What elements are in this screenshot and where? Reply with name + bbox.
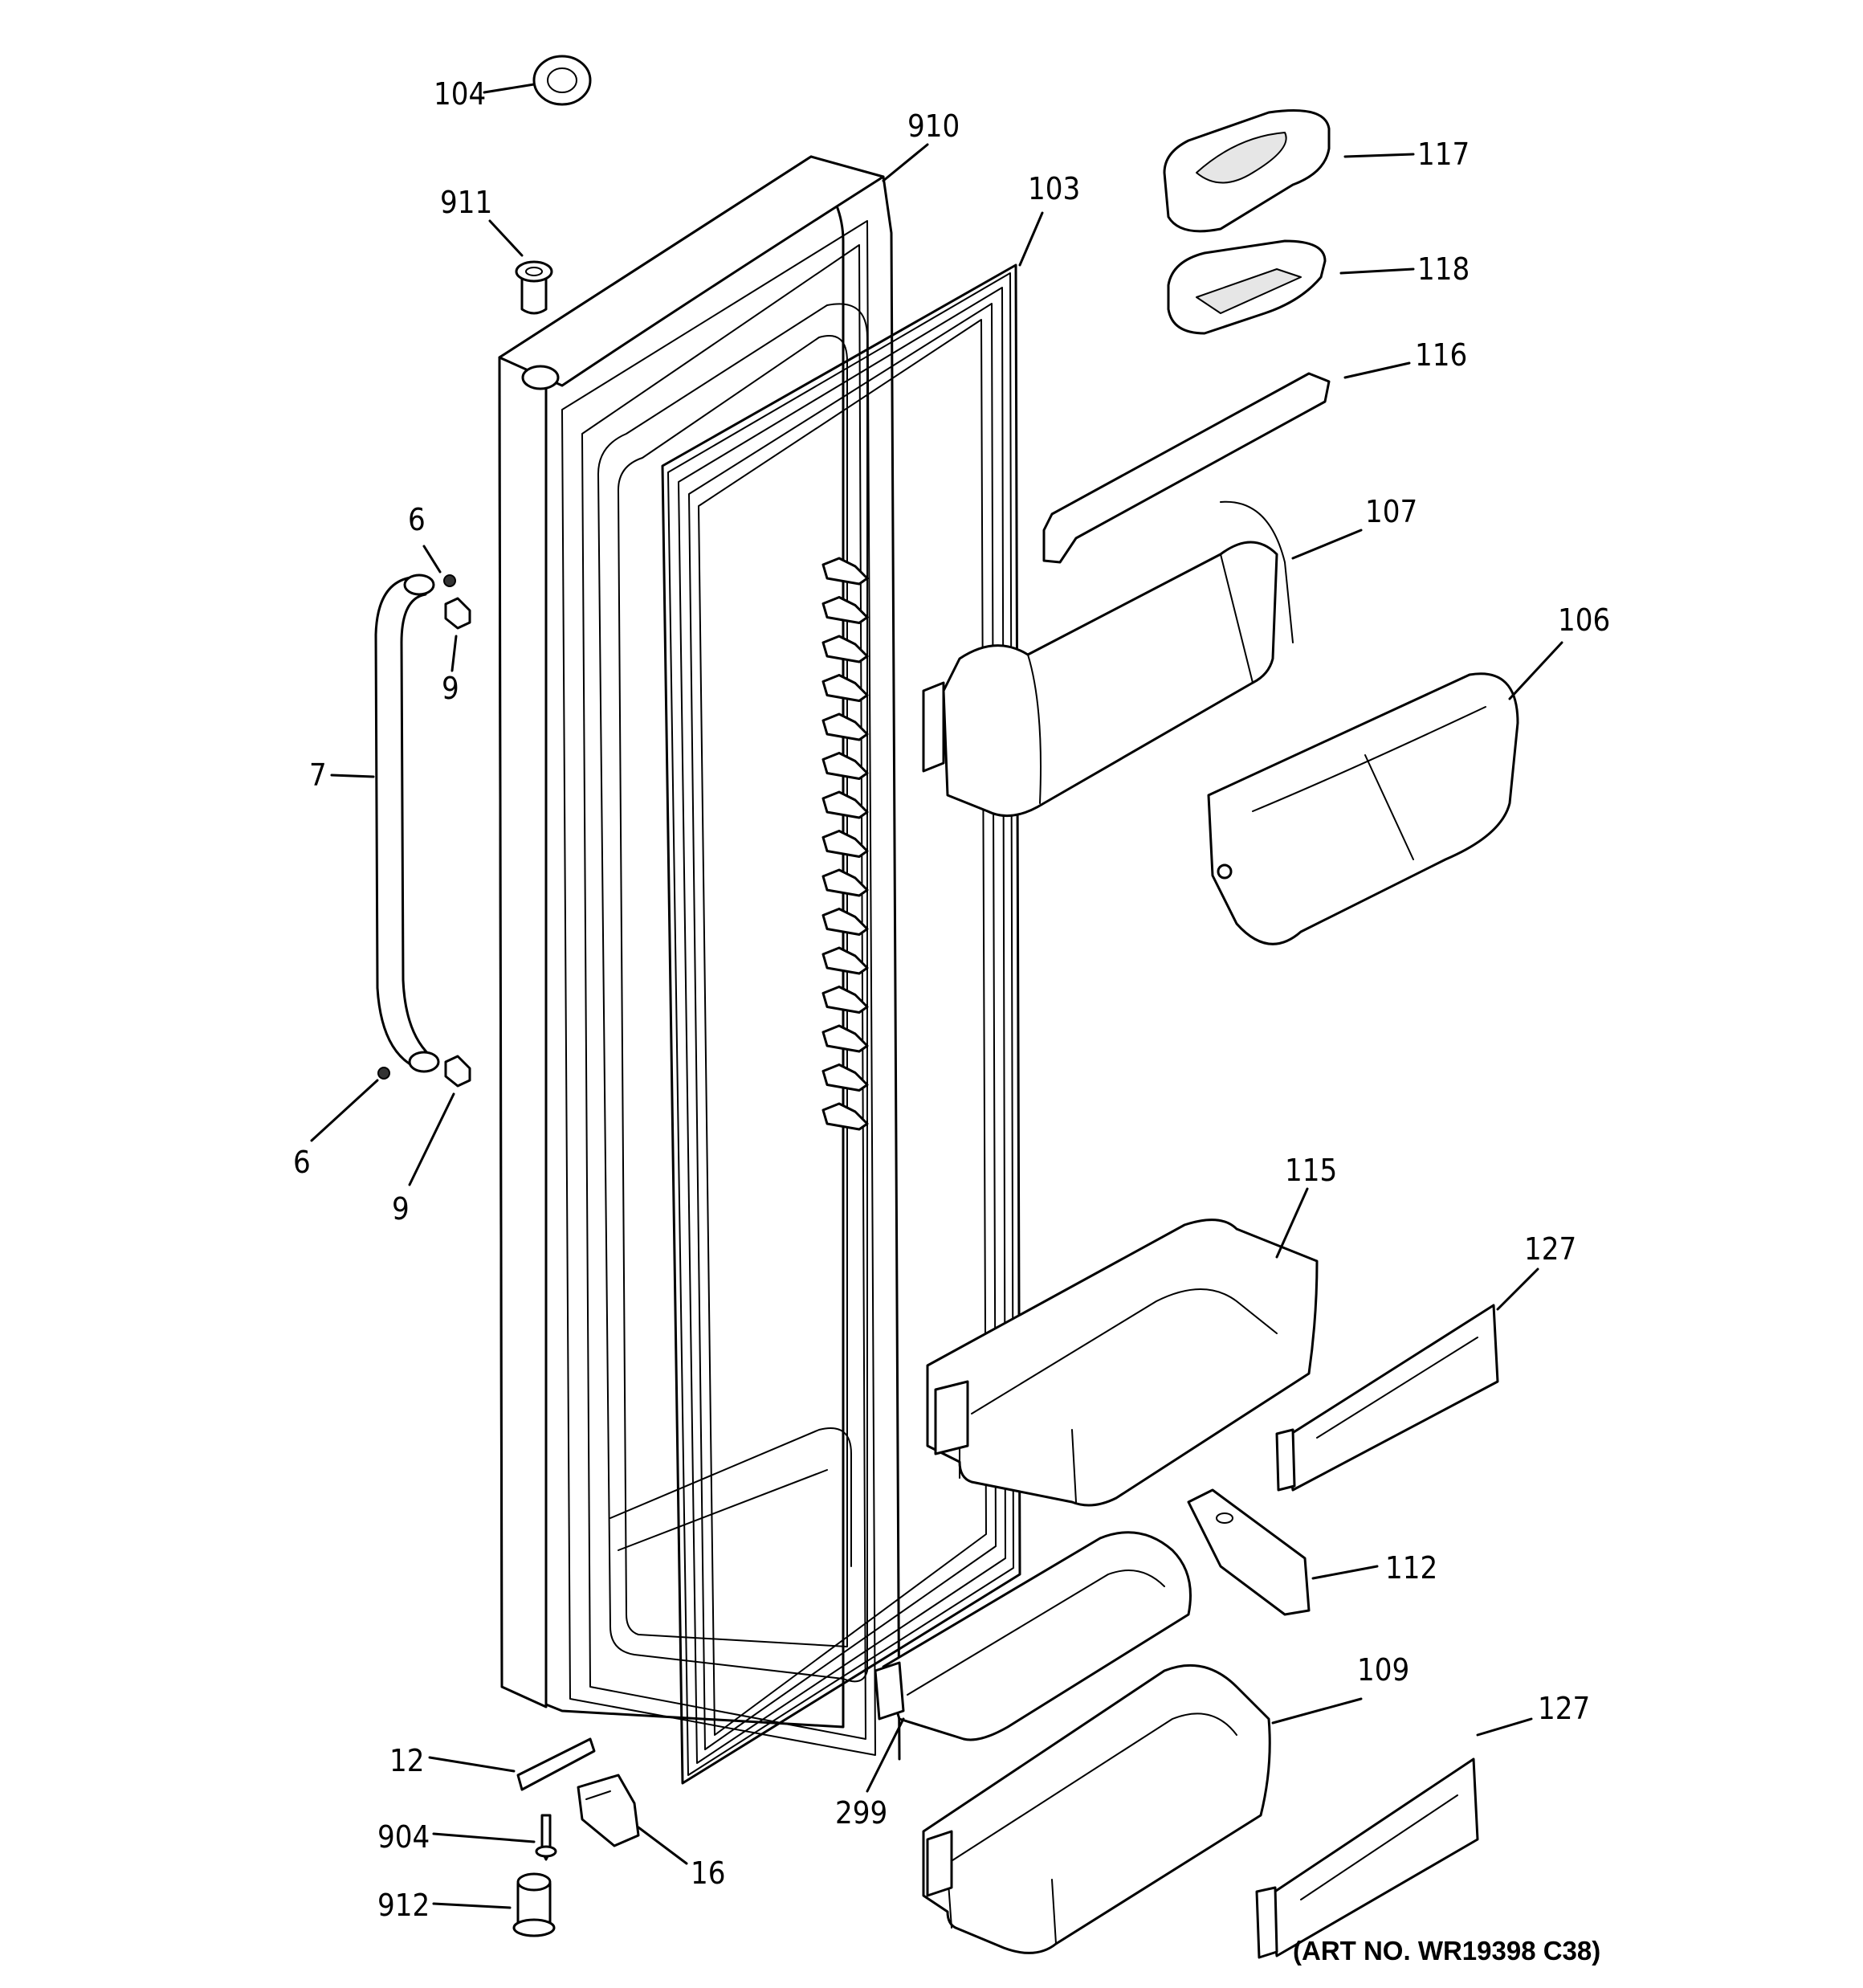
label-16: 16 xyxy=(691,1855,726,1891)
screw-6-bottom xyxy=(377,1067,390,1080)
stud-9-bottom xyxy=(444,1055,471,1088)
door-bin-107 xyxy=(922,500,1294,818)
bushing-911 xyxy=(515,260,553,315)
label-103: 103 xyxy=(1028,171,1080,206)
label-299: 299 xyxy=(835,1795,887,1831)
door-bin-106 xyxy=(1207,672,1519,945)
liner-clip xyxy=(821,1102,869,1131)
liner-clip xyxy=(821,635,869,663)
label-106: 106 xyxy=(1558,602,1610,638)
screw-904 xyxy=(535,1814,557,1861)
label-127-lower: 127 xyxy=(1538,1691,1590,1726)
label-7: 7 xyxy=(309,757,327,793)
door-bin-115 xyxy=(926,1219,1319,1507)
liner-shelf-clips xyxy=(821,557,869,1131)
dairy-bin-118 xyxy=(1167,239,1327,335)
label-6-bottom: 6 xyxy=(293,1145,311,1180)
label-904: 904 xyxy=(377,1819,430,1855)
bushing-912 xyxy=(512,1872,556,1937)
bin-insert-127-upper xyxy=(1275,1304,1499,1492)
door-gasket xyxy=(661,263,1021,1785)
hinge-bracket-16 xyxy=(577,1774,640,1847)
liner-clip xyxy=(821,1063,869,1092)
label-6-top: 6 xyxy=(408,502,426,537)
part-labels: 104 910 911 103 117 118 116 107 106 6 9 … xyxy=(293,76,1610,1966)
label-9-bottom: 9 xyxy=(392,1191,410,1227)
label-115: 115 xyxy=(1285,1153,1337,1188)
liner-clip xyxy=(821,830,869,858)
door-handle-7 xyxy=(374,574,440,1073)
door-bin-299 xyxy=(874,1531,1192,1741)
liner-clip xyxy=(821,790,869,819)
liner-clip xyxy=(821,557,869,586)
label-910: 910 xyxy=(907,108,960,144)
hinge-cap-104 xyxy=(532,55,592,106)
dairy-door-117 xyxy=(1163,109,1331,233)
liner-clip xyxy=(821,752,869,780)
label-107: 107 xyxy=(1365,494,1417,529)
bin-guard-116 xyxy=(1042,372,1331,564)
liner-clip xyxy=(821,868,869,897)
leader-lines xyxy=(310,83,1563,1909)
liner-clip xyxy=(821,946,869,975)
liner-clip xyxy=(821,1024,869,1053)
label-912: 912 xyxy=(377,1888,430,1923)
label-116: 116 xyxy=(1415,337,1467,373)
hinge-plate-12 xyxy=(516,1737,596,1791)
bin-spacer-112 xyxy=(1187,1488,1311,1616)
art-number: (ART NO. WR19398 C38) xyxy=(1293,1936,1600,1966)
liner-clip xyxy=(821,712,869,741)
bin-insert-127-lower xyxy=(1255,1757,1479,1959)
liner-clip xyxy=(821,596,869,624)
label-112: 112 xyxy=(1385,1550,1437,1586)
liner-clip xyxy=(821,986,869,1014)
stud-9-top xyxy=(444,597,471,630)
label-9-top: 9 xyxy=(442,671,459,706)
label-911: 911 xyxy=(440,185,492,220)
label-117: 117 xyxy=(1417,137,1470,172)
label-109: 109 xyxy=(1357,1652,1409,1688)
door-bin-109 xyxy=(922,1663,1271,1954)
door-outer-panel xyxy=(498,155,901,1761)
screw-6-top xyxy=(443,574,456,587)
label-118: 118 xyxy=(1417,251,1470,287)
liner-clip xyxy=(821,908,869,936)
liner-clip xyxy=(821,674,869,702)
label-104: 104 xyxy=(434,76,486,112)
label-12: 12 xyxy=(389,1743,425,1778)
label-127-upper: 127 xyxy=(1524,1231,1576,1267)
